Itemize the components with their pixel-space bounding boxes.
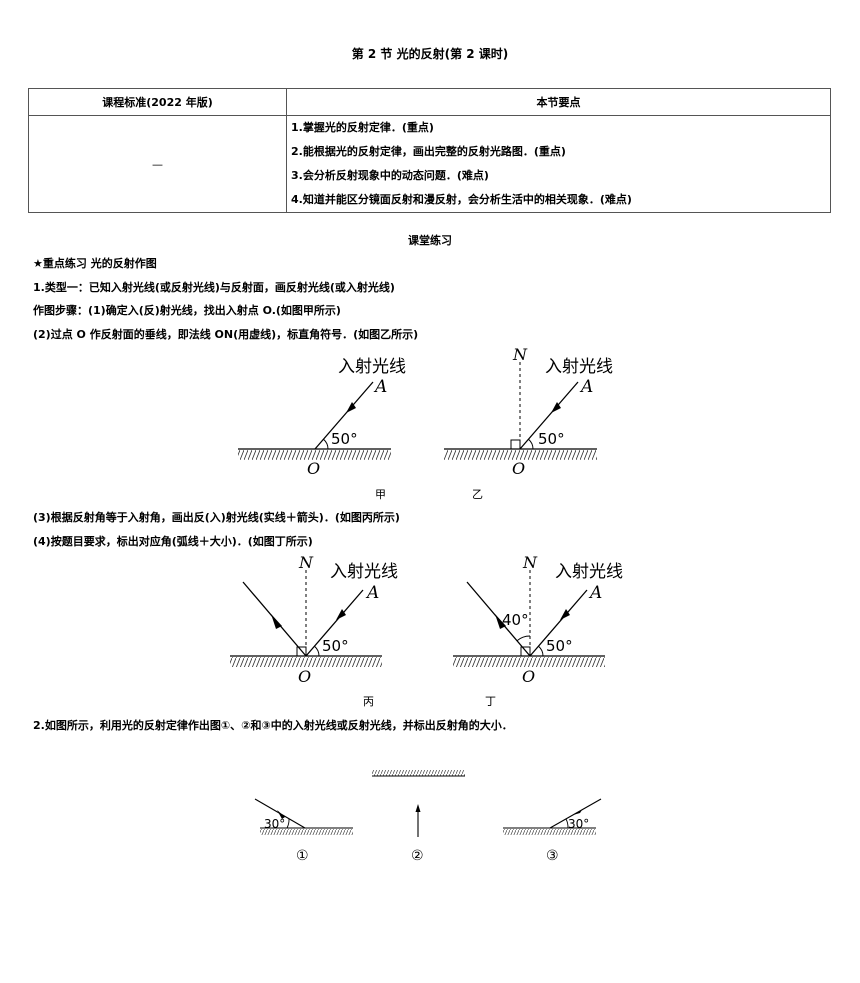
key-point-4: 4.知道并能区分镜面反射和漫反射，会分析生活中的相关现象．(难点) <box>291 193 632 206</box>
figure-jia-yi: 入射光线 A 50° O N 入射光线 A 50° O <box>238 345 613 478</box>
angle-50-label: 50° <box>322 637 349 655</box>
step-4-text: (4)按题目要求，标出对应角(弧线＋大小)．(如图丁所示) <box>33 535 313 548</box>
incident-ray-label: 入射光线 <box>338 357 406 377</box>
caption-bing: 丙 <box>363 695 374 708</box>
type-one-heading: 1.类型一：已知入射光线(或反射光线)与反射面，画反射光线(或入射光线) <box>33 281 395 294</box>
figure-bing-ding: N 入射光线 A 50° O N 入射光线 A 40° 50° O <box>230 553 623 686</box>
point-a-label: A <box>588 583 602 603</box>
circled-label-2: ② <box>411 848 424 864</box>
figure-yi: N 入射光线 A 50° O <box>444 345 613 478</box>
figure-bing: N 入射光线 A 50° O <box>230 553 398 686</box>
step-1-text: 作图步骤：(1)确定入(反)射光线，找出入射点 O.(如图甲所示) <box>33 304 341 317</box>
key-point-2: 2.能根据光的反射定律，画出完整的反射光路图．(重点) <box>291 145 566 158</box>
circled-label-3: ③ <box>546 848 559 864</box>
question-2-text: 2.如图所示，利用光的反射定律作出图①、②和③中的入射光线或反射光线，并标出反射… <box>33 719 513 732</box>
curriculum-standard-cell: — <box>28 115 287 213</box>
circled-label-1: ① <box>296 848 309 864</box>
header-curriculum-standard: 课程标准(2022 年版) <box>28 88 287 116</box>
caption-ding: 丁 <box>485 695 496 708</box>
page-title: 第 2 节 光的反射(第 2 课时) <box>351 47 509 61</box>
step-3-text: (3)根据反射角等于入射角，画出反(入)射光线(实线＋箭头)．(如图丙所示) <box>33 511 400 524</box>
figure-q2-2: ② <box>372 770 465 864</box>
point-a-label: A <box>579 377 593 397</box>
angle-40-label: 40° <box>502 611 529 629</box>
caption-yi: 乙 <box>472 488 483 501</box>
figure-ding: N 入射光线 A 40° 50° O <box>453 553 623 686</box>
table-row: — 1.掌握光的反射定律．(重点) 2.能根据光的反射定律，画出完整的反射光路图… <box>28 115 831 213</box>
table-header-row: 课程标准(2022 年版) 本节要点 <box>28 88 831 116</box>
point-n-label: N <box>298 553 314 572</box>
point-o-label: O <box>298 667 311 686</box>
angle-50-label: 50° <box>546 637 573 655</box>
point-o-label: O <box>307 459 320 478</box>
angle-50-label: 50° <box>538 430 565 448</box>
caption-jia: 甲 <box>375 488 386 501</box>
standards-table: 课程标准(2022 年版) 本节要点 — 1.掌握光的反射定律．(重点) 2.能… <box>28 88 831 213</box>
incident-ray-label: 入射光线 <box>555 562 623 582</box>
key-point-1: 1.掌握光的反射定律．(重点) <box>291 121 434 134</box>
point-o-label: O <box>522 667 535 686</box>
angle-30-label: 30° <box>568 817 589 831</box>
figure-jia: 入射光线 A 50° O <box>238 357 406 478</box>
step-2-text: (2)过点 O 作反射面的垂线，即法线 ON(用虚线)，标直角符号．(如图乙所示… <box>33 328 419 341</box>
header-key-points: 本节要点 <box>286 88 831 116</box>
point-a-label: A <box>365 583 379 603</box>
point-n-label: N <box>522 553 538 572</box>
point-n-label: N <box>512 345 528 364</box>
key-points-cell: 1.掌握光的反射定律．(重点) 2.能根据光的反射定律，画出完整的反射光路图．(… <box>286 115 831 213</box>
incident-ray-label: 入射光线 <box>545 357 613 377</box>
angle-30-label: 30° <box>264 817 285 831</box>
incident-ray-label: 入射光线 <box>330 562 398 582</box>
figure-q2-3: 30° ③ <box>503 798 602 864</box>
point-a-label: A <box>373 377 387 397</box>
key-point-3: 3.会分析反射现象中的动态问题．(难点) <box>291 169 489 182</box>
point-o-label: O <box>512 459 525 478</box>
figure-question-2: 30° ① ② 30° ③ <box>254 770 602 864</box>
section-title: 课堂练习 <box>408 234 452 247</box>
angle-50-label: 50° <box>331 430 358 448</box>
figure-q2-1: 30° ① <box>254 798 353 864</box>
key-practice-heading: ★重点练习 光的反射作图 <box>33 257 157 270</box>
